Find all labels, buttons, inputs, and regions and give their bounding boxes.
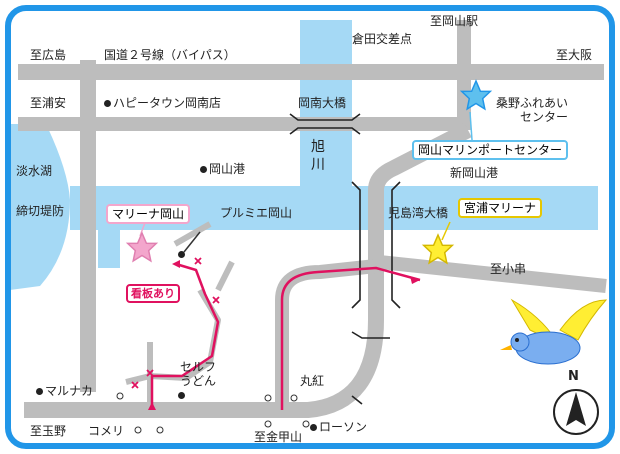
callout-port-center[interactable]: 岡山マリンポートセンター [412,140,569,160]
label-marunaka-text: マルナカ [45,384,94,398]
compass-north-label: N [568,369,579,384]
label-to-tamano: 至玉野 [30,424,67,438]
label-lawson: ローソン [310,420,367,434]
kojimawan-bridge-marker-top [351,181,401,309]
route-local [150,262,220,410]
routes [150,262,421,410]
place-dot [200,166,207,173]
compass-icon [553,389,599,435]
label-kuwano-2: センター [520,110,569,124]
place-dot [104,100,111,107]
star-icon-port-center[interactable] [459,79,493,111]
label-to-kanakoyama: 至金甲山 [254,430,303,444]
star-icon-miyaura-marina[interactable] [421,233,455,265]
label-tansui-lake: 淡水湖 [16,164,53,178]
label-komeri: コメリ [88,424,125,438]
road-kogushi [379,255,607,293]
label-okayama-port: 岡山港 [200,162,245,176]
place-dot [178,392,185,399]
label-asahi-river: 旭川 [310,138,326,174]
route-main [280,266,421,410]
map-frame [5,5,615,449]
label-shimekiri: 締切堤防 [16,204,65,218]
callout-miyaura-marina[interactable]: 宮浦マリーナ [458,198,543,218]
label-to-okayama-station: 至岡山駅 [430,14,479,28]
hollow-points [116,392,310,434]
label-to-kogushi: 至小串 [490,262,527,276]
label-lawson-text: ローソン [319,420,368,434]
label-to-hiroshima: 至広島 [30,48,67,62]
label-asahi-river-text: 旭川 [310,138,326,174]
label-okayama-port-text: 岡山港 [209,162,246,176]
callout-marina-okayama[interactable]: マリーナ岡山 [106,204,191,224]
road-local-4 [215,260,235,292]
river-char: 旭 [311,139,325,155]
label-shin-okayama-port: 新岡山港 [450,166,499,180]
label-kuwano-1: 桑野ふれあい [496,96,569,110]
bridges [289,113,401,405]
label-self-udon-2: うどん [180,374,217,388]
star-icon-marina-okayama[interactable] [125,231,159,263]
kanban-badge: 看板あり [126,284,180,303]
label-kojimawan-bridge: 児島湾大橋 [388,206,449,220]
purumie-dot [178,247,187,261]
konan-bridge-marker [289,113,361,135]
river-upper [300,20,352,200]
bay-left [98,212,120,268]
place-dot [310,424,317,431]
label-to-osaka: 至大阪 [556,48,593,62]
label-marunaka: マルナカ [36,384,93,398]
self-udon-dot [178,388,187,402]
bridge-bottom-marker [351,331,390,405]
arrow-marina [172,260,180,268]
label-purumie: プルミエ岡山 [220,206,293,220]
label-to-urayasu: 至浦安 [30,96,67,110]
label-self-udon-1: セルフ [180,360,217,374]
label-konan-bridge: 岡南大橋 [298,96,347,110]
label-marukou: 丸紅 [300,374,325,388]
route-arrows [148,260,420,410]
bird-icon [500,298,608,365]
arrow-up [148,402,156,410]
road-local-1 [173,221,212,247]
label-route2-bypass: 国道２号線（バイパス） [104,48,236,62]
road-bottom [24,122,472,418]
place-dot [36,388,43,395]
x-marks [131,257,220,389]
river-char: 川 [311,157,325,173]
label-happy-town-text: ハピータウン岡南店 [113,96,222,110]
arrow-kogushi [410,276,420,284]
tansui-lake [10,124,70,290]
place-dot [178,251,185,258]
label-happy-town: ハピータウン岡南店 [104,96,221,110]
label-kurata-intersection: 倉田交差点 [352,32,413,46]
